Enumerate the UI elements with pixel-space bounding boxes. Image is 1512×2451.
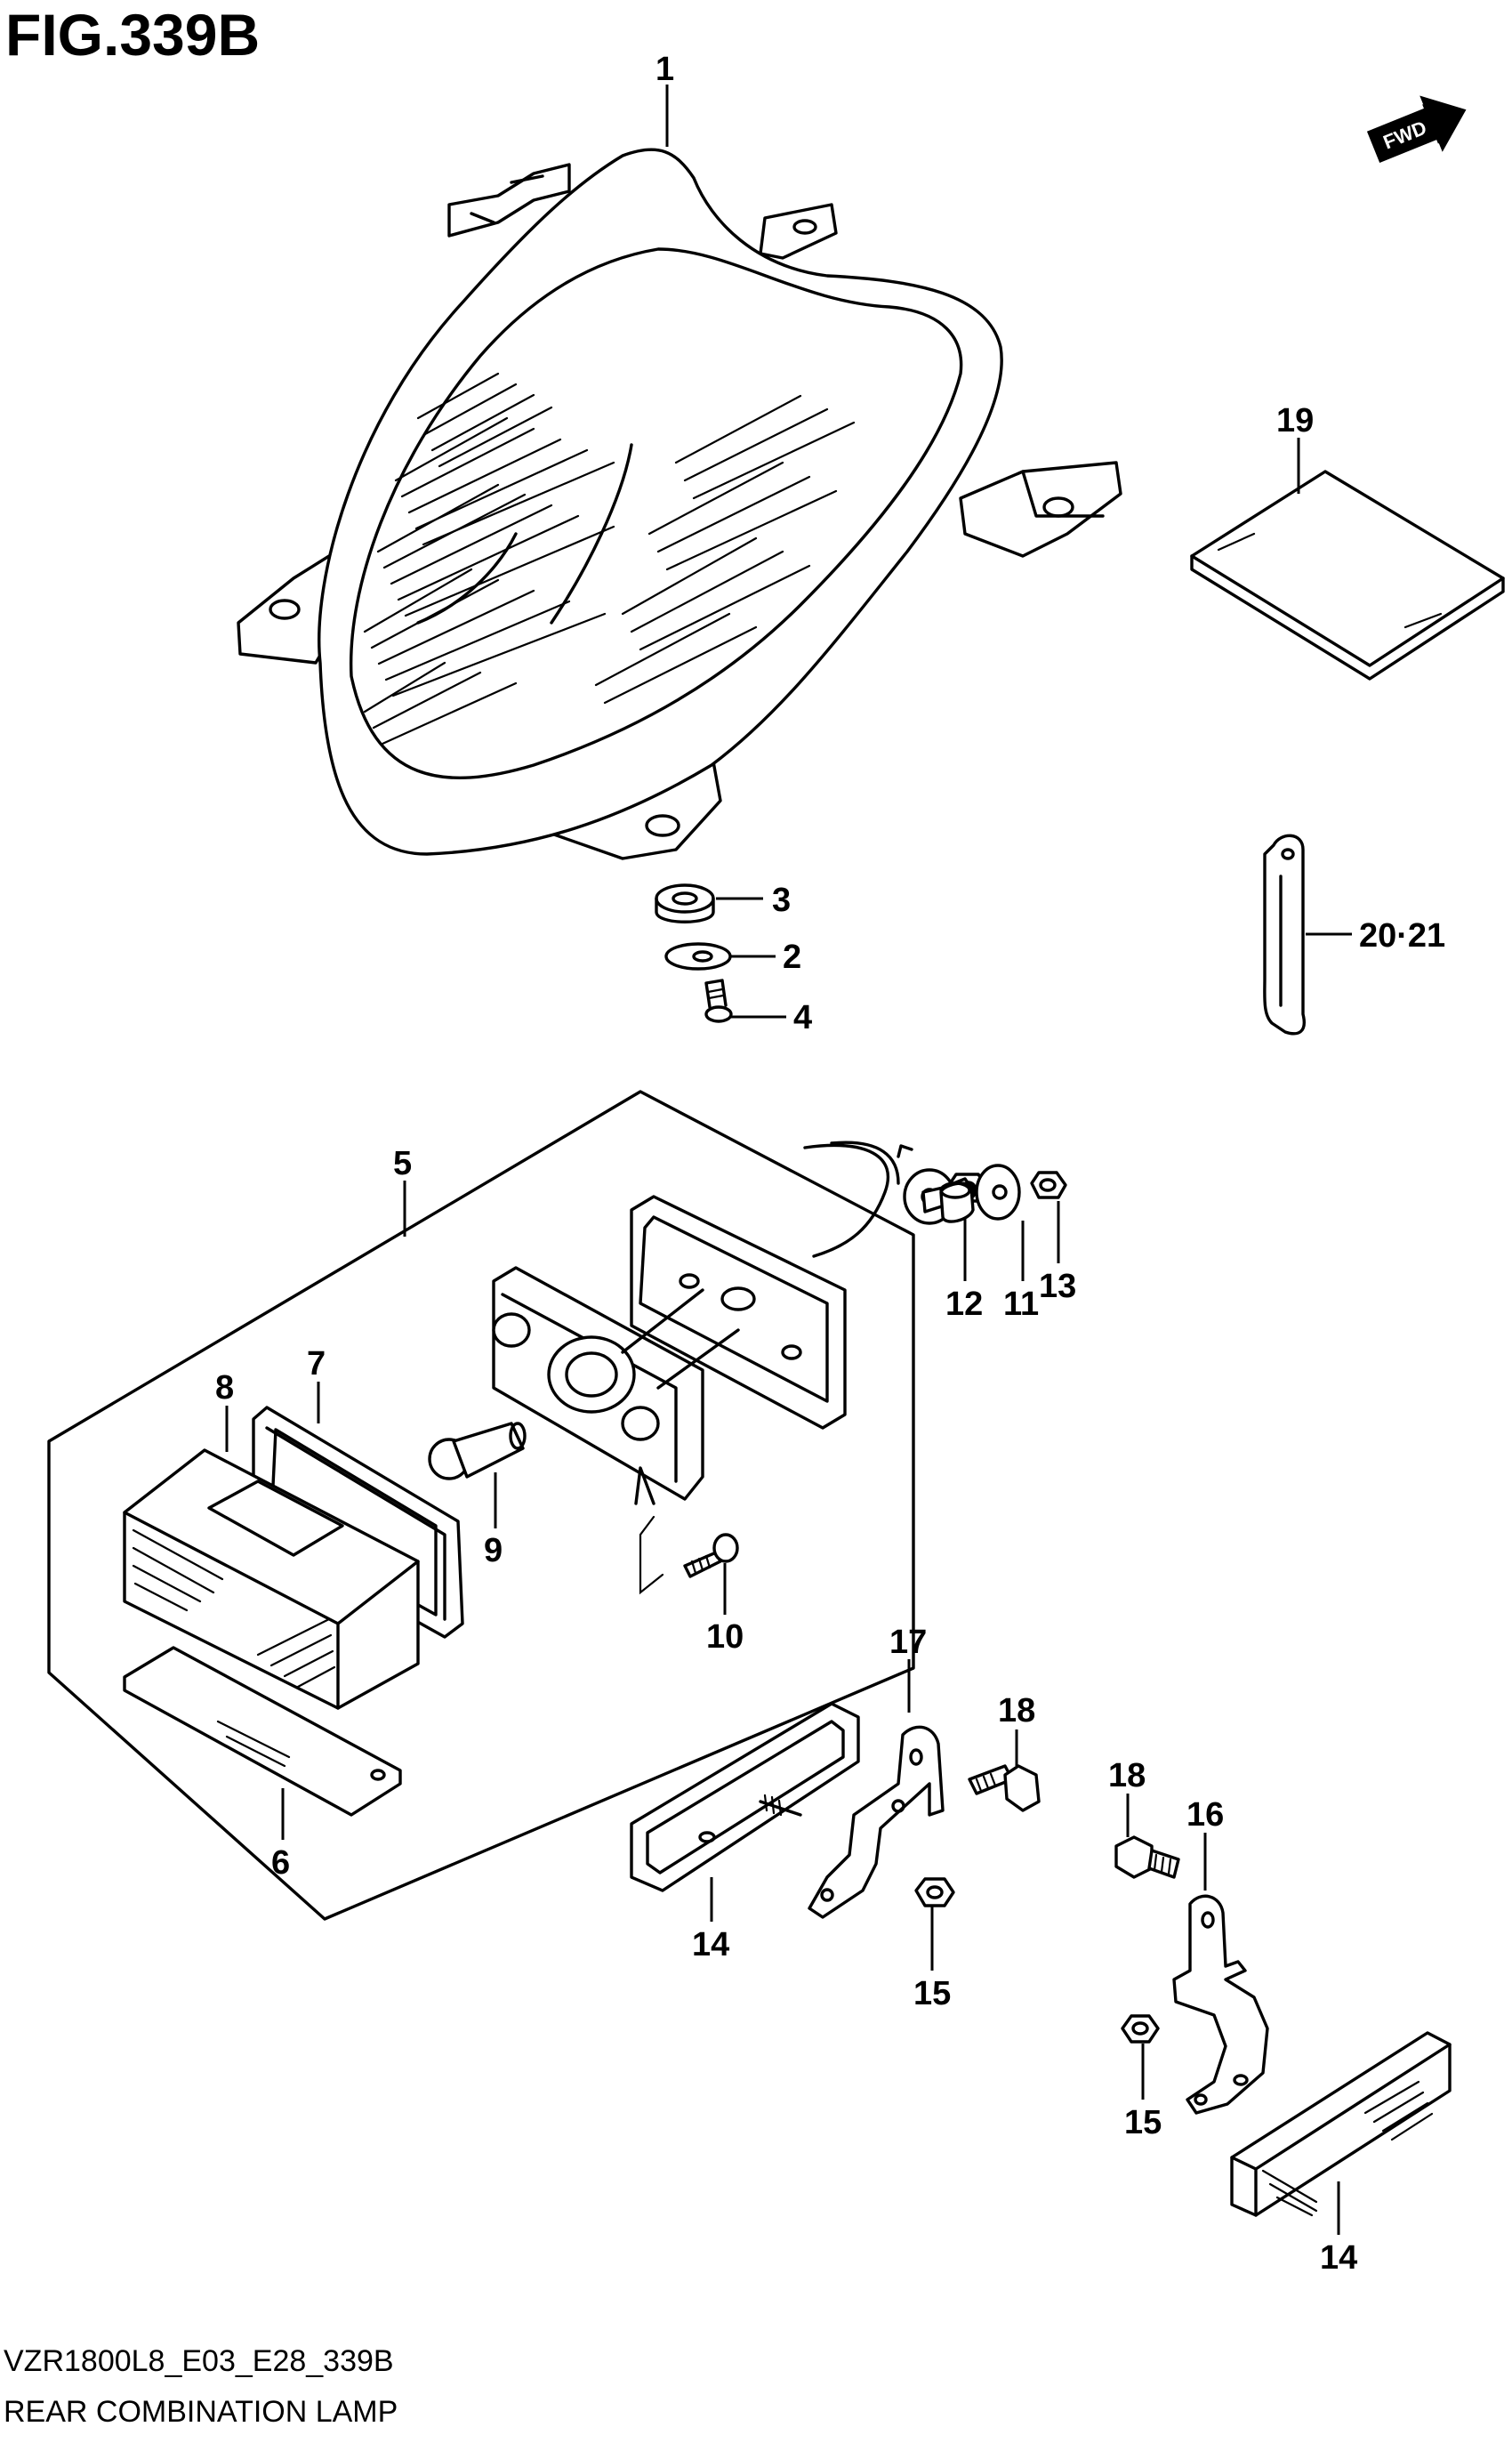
callout-18-lower: 18 (1108, 1757, 1146, 1794)
callout-labels: 1 3 2 4 19 20·21 5 13 11 12 8 7 9 10 17 … (215, 51, 1445, 2277)
callout-11: 11 (1003, 1286, 1039, 1323)
callout-14-left: 14 (692, 1926, 729, 1963)
callout-2: 2 (783, 939, 801, 976)
callout-20-21: 20·21 (1359, 917, 1445, 955)
callout-15-lower: 15 (1124, 2104, 1162, 2141)
nut-15-lower (1121, 2014, 1160, 2044)
figure-title: FIG.339B (5, 2, 260, 68)
fwd-marker: FWD (1366, 95, 1467, 163)
callout-15-upper: 15 (913, 1975, 951, 2012)
callout-16: 16 (1186, 1796, 1224, 1834)
callout-19: 19 (1276, 402, 1314, 439)
callout-8: 8 (215, 1369, 234, 1407)
bolt-18-lower (1114, 1835, 1180, 1879)
license-lamp-base (492, 1141, 913, 1595)
band-20-21 (1263, 834, 1306, 1036)
pad-19 (1190, 470, 1505, 681)
screw-10 (683, 1533, 739, 1578)
forward-arrow-icon: FWD (1366, 95, 1467, 163)
reflector-right (1230, 2031, 1452, 2217)
callout-12: 12 (945, 1286, 983, 1323)
nut-15-upper (914, 1877, 955, 1907)
callout-7: 7 (307, 1345, 326, 1383)
bulb-9 (428, 1422, 527, 1480)
callout-3: 3 (772, 882, 791, 919)
callout-13: 13 (1039, 1268, 1076, 1305)
leader-lines (225, 85, 1352, 2235)
collar-12 (939, 1181, 975, 1223)
cover-plate-6 (123, 1646, 402, 1817)
bracket-16 (1172, 1894, 1269, 2115)
callout-6: 6 (271, 1844, 290, 1882)
reflector-left (630, 1702, 860, 1892)
nut-13 (1030, 1171, 1067, 1199)
callout-10: 10 (706, 1618, 744, 1656)
bracket-17 (808, 1725, 945, 1919)
callout-17: 17 (889, 1624, 927, 1661)
washer-11 (975, 1164, 1021, 1221)
callout-5: 5 (393, 1145, 412, 1182)
assembly-outline (47, 1090, 915, 1921)
footer-code: VZR1800L8_E03_E28_339B (4, 2344, 394, 2378)
grommet-washer-screw (655, 883, 733, 1023)
footer-caption: REAR COMBINATION LAMP (4, 2395, 398, 2429)
callout-1: 1 (655, 51, 674, 88)
lamp-lens-8 (123, 1448, 420, 1710)
bolt-18-upper (968, 1764, 1041, 1812)
callout-9: 9 (484, 1532, 503, 1569)
tail-lamp-housing (237, 148, 1122, 860)
callout-14-right: 14 (1320, 2239, 1357, 2277)
callout-4: 4 (793, 999, 812, 1036)
callout-18-upper: 18 (998, 1692, 1035, 1729)
